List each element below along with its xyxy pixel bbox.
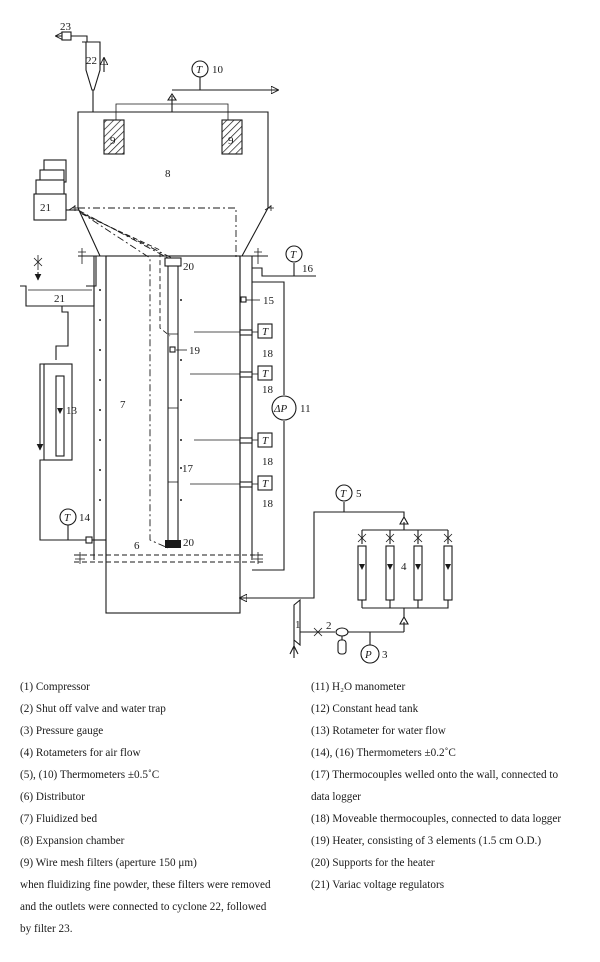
- legend-item: and the outlets were connected to cyclon…: [20, 901, 267, 913]
- legend-item: (3) Pressure gauge: [20, 725, 104, 737]
- label-9-left: 9: [110, 135, 116, 147]
- svg-text:18: 18: [262, 384, 274, 396]
- label-7: 7: [120, 399, 126, 411]
- wire-mesh-filter-left: [103, 119, 125, 155]
- water-manometer-11: ΔP 11: [252, 281, 311, 571]
- thermometer-10: T 10: [166, 60, 278, 112]
- svg-text:18: 18: [262, 348, 274, 360]
- legend-item: (20) Supports for the heater: [311, 857, 435, 869]
- thermometer-symbol: T: [196, 64, 203, 76]
- legend-item: (13) Rotameter for water flow: [311, 725, 446, 737]
- label-15: 15: [263, 295, 275, 307]
- label-2: 2: [326, 620, 332, 632]
- label-10: 10: [212, 64, 224, 76]
- moveable-thermocouples-18: T 18 T 18 T 18 T 18: [190, 323, 274, 510]
- svg-text:T: T: [262, 326, 269, 338]
- delta-p-symbol: ΔP: [273, 403, 287, 415]
- legend-item: (14), (16) Thermometers ±0.2˚C: [311, 747, 456, 759]
- label-13: 13: [66, 405, 78, 417]
- legend-item: (11) H₂O manometer: [311, 681, 406, 693]
- legend: (1) Compressor (2) Shut off valve and wat…: [0, 676, 600, 962]
- wire-mesh-filter-right: [221, 119, 243, 155]
- legend-item: (18) Moveable thermocouples, connected t…: [311, 813, 562, 825]
- shutoff-valve-2: 2: [313, 620, 404, 655]
- svg-text:18: 18: [262, 456, 274, 468]
- legend-item: (21) Variac voltage regulators: [311, 879, 445, 891]
- legend-right-column: (11) H₂O manometer (12) Constant head tan…: [311, 676, 591, 896]
- thermocouple-18a: T 18: [239, 323, 274, 360]
- legend-item: by filter 23.: [20, 923, 73, 935]
- label-16: 16: [302, 263, 314, 275]
- legend-left-column: (1) Compressor (2) Shut off valve and wat…: [20, 676, 310, 940]
- legend-item: (12) Constant head tank: [311, 703, 419, 715]
- label-5: 5: [356, 488, 362, 500]
- label-9-right: 9: [228, 135, 234, 147]
- constant-head-tank: 21: [20, 255, 97, 360]
- label-8: 8: [165, 168, 171, 180]
- thermocouple-18d: T 18: [239, 475, 274, 510]
- label-21-variac: 21: [40, 202, 51, 214]
- label-19: 19: [189, 345, 201, 357]
- label-1: 1: [295, 619, 301, 631]
- legend-item: data logger: [311, 791, 362, 803]
- legend-item: (1) Compressor: [20, 681, 90, 693]
- label-17: 17: [182, 463, 194, 475]
- thermometer-14: T 14: [59, 508, 106, 544]
- legend-item: (19) Heater, consisting of 3 elements (1…: [311, 835, 542, 847]
- legend-item: (4) Rotameters for air flow: [20, 747, 141, 759]
- pressure-tap-15: 15: [240, 295, 275, 307]
- svg-text:T: T: [64, 512, 71, 524]
- svg-text:T: T: [290, 249, 297, 261]
- thermocouple-18c: T 18: [239, 432, 274, 468]
- svg-text:T: T: [340, 488, 347, 500]
- label-4: 4: [401, 561, 407, 573]
- svg-text:T: T: [262, 478, 269, 490]
- apparatus-diagram: 23 22 T 10 9 9 8 21: [20, 21, 453, 664]
- fluidized-bed-column: 7 6: [74, 248, 268, 614]
- legend-item: (5), (10) Thermometers ±0.5˚C: [20, 769, 160, 781]
- legend-item: (2) Shut off valve and water trap: [20, 703, 166, 715]
- variac-voltage-regulators: 21: [33, 159, 78, 221]
- pressure-gauge-3: P 3: [360, 632, 388, 664]
- rotameter-13: 13: [36, 363, 86, 541]
- label-20-bottom: 20: [183, 537, 195, 549]
- pressure-symbol: P: [364, 649, 372, 661]
- heater-wiring: [77, 207, 237, 549]
- thermocouple-18b: T 18: [239, 365, 274, 396]
- thermometer-16: T 16: [252, 245, 316, 277]
- label-6: 6: [134, 540, 140, 552]
- legend-item: (7) Fluidized bed: [20, 813, 98, 825]
- label-23: 23: [60, 21, 72, 33]
- legend-item: (6) Distributor: [20, 791, 85, 803]
- svg-text:T: T: [262, 435, 269, 447]
- label-22: 22: [86, 55, 97, 67]
- legend-item: (8) Expansion chamber: [20, 835, 125, 847]
- svg-text:T: T: [262, 368, 269, 380]
- air-rotameters-4: 4: [240, 511, 453, 632]
- label-3: 3: [382, 649, 388, 661]
- heater-19: 19 20 20 17: [164, 257, 201, 549]
- expansion-chamber-8: 9 9 8: [68, 103, 274, 257]
- svg-text:18: 18: [262, 498, 274, 510]
- legend-item: when fluidizing fine powder, these filte…: [20, 879, 271, 891]
- label-14: 14: [79, 512, 91, 524]
- label-21-tank: 21: [54, 293, 65, 305]
- legend-item: (17) Thermocouples welled onto the wall,…: [311, 769, 559, 781]
- filter-23: 23: [56, 21, 82, 41]
- thermometer-5: T 5: [335, 484, 362, 512]
- label-11: 11: [300, 403, 311, 415]
- legend-item: (9) Wire mesh filters (aperture 150 μm): [20, 857, 197, 869]
- cyclone-22: 22: [82, 35, 104, 112]
- label-20-top: 20: [183, 261, 195, 273]
